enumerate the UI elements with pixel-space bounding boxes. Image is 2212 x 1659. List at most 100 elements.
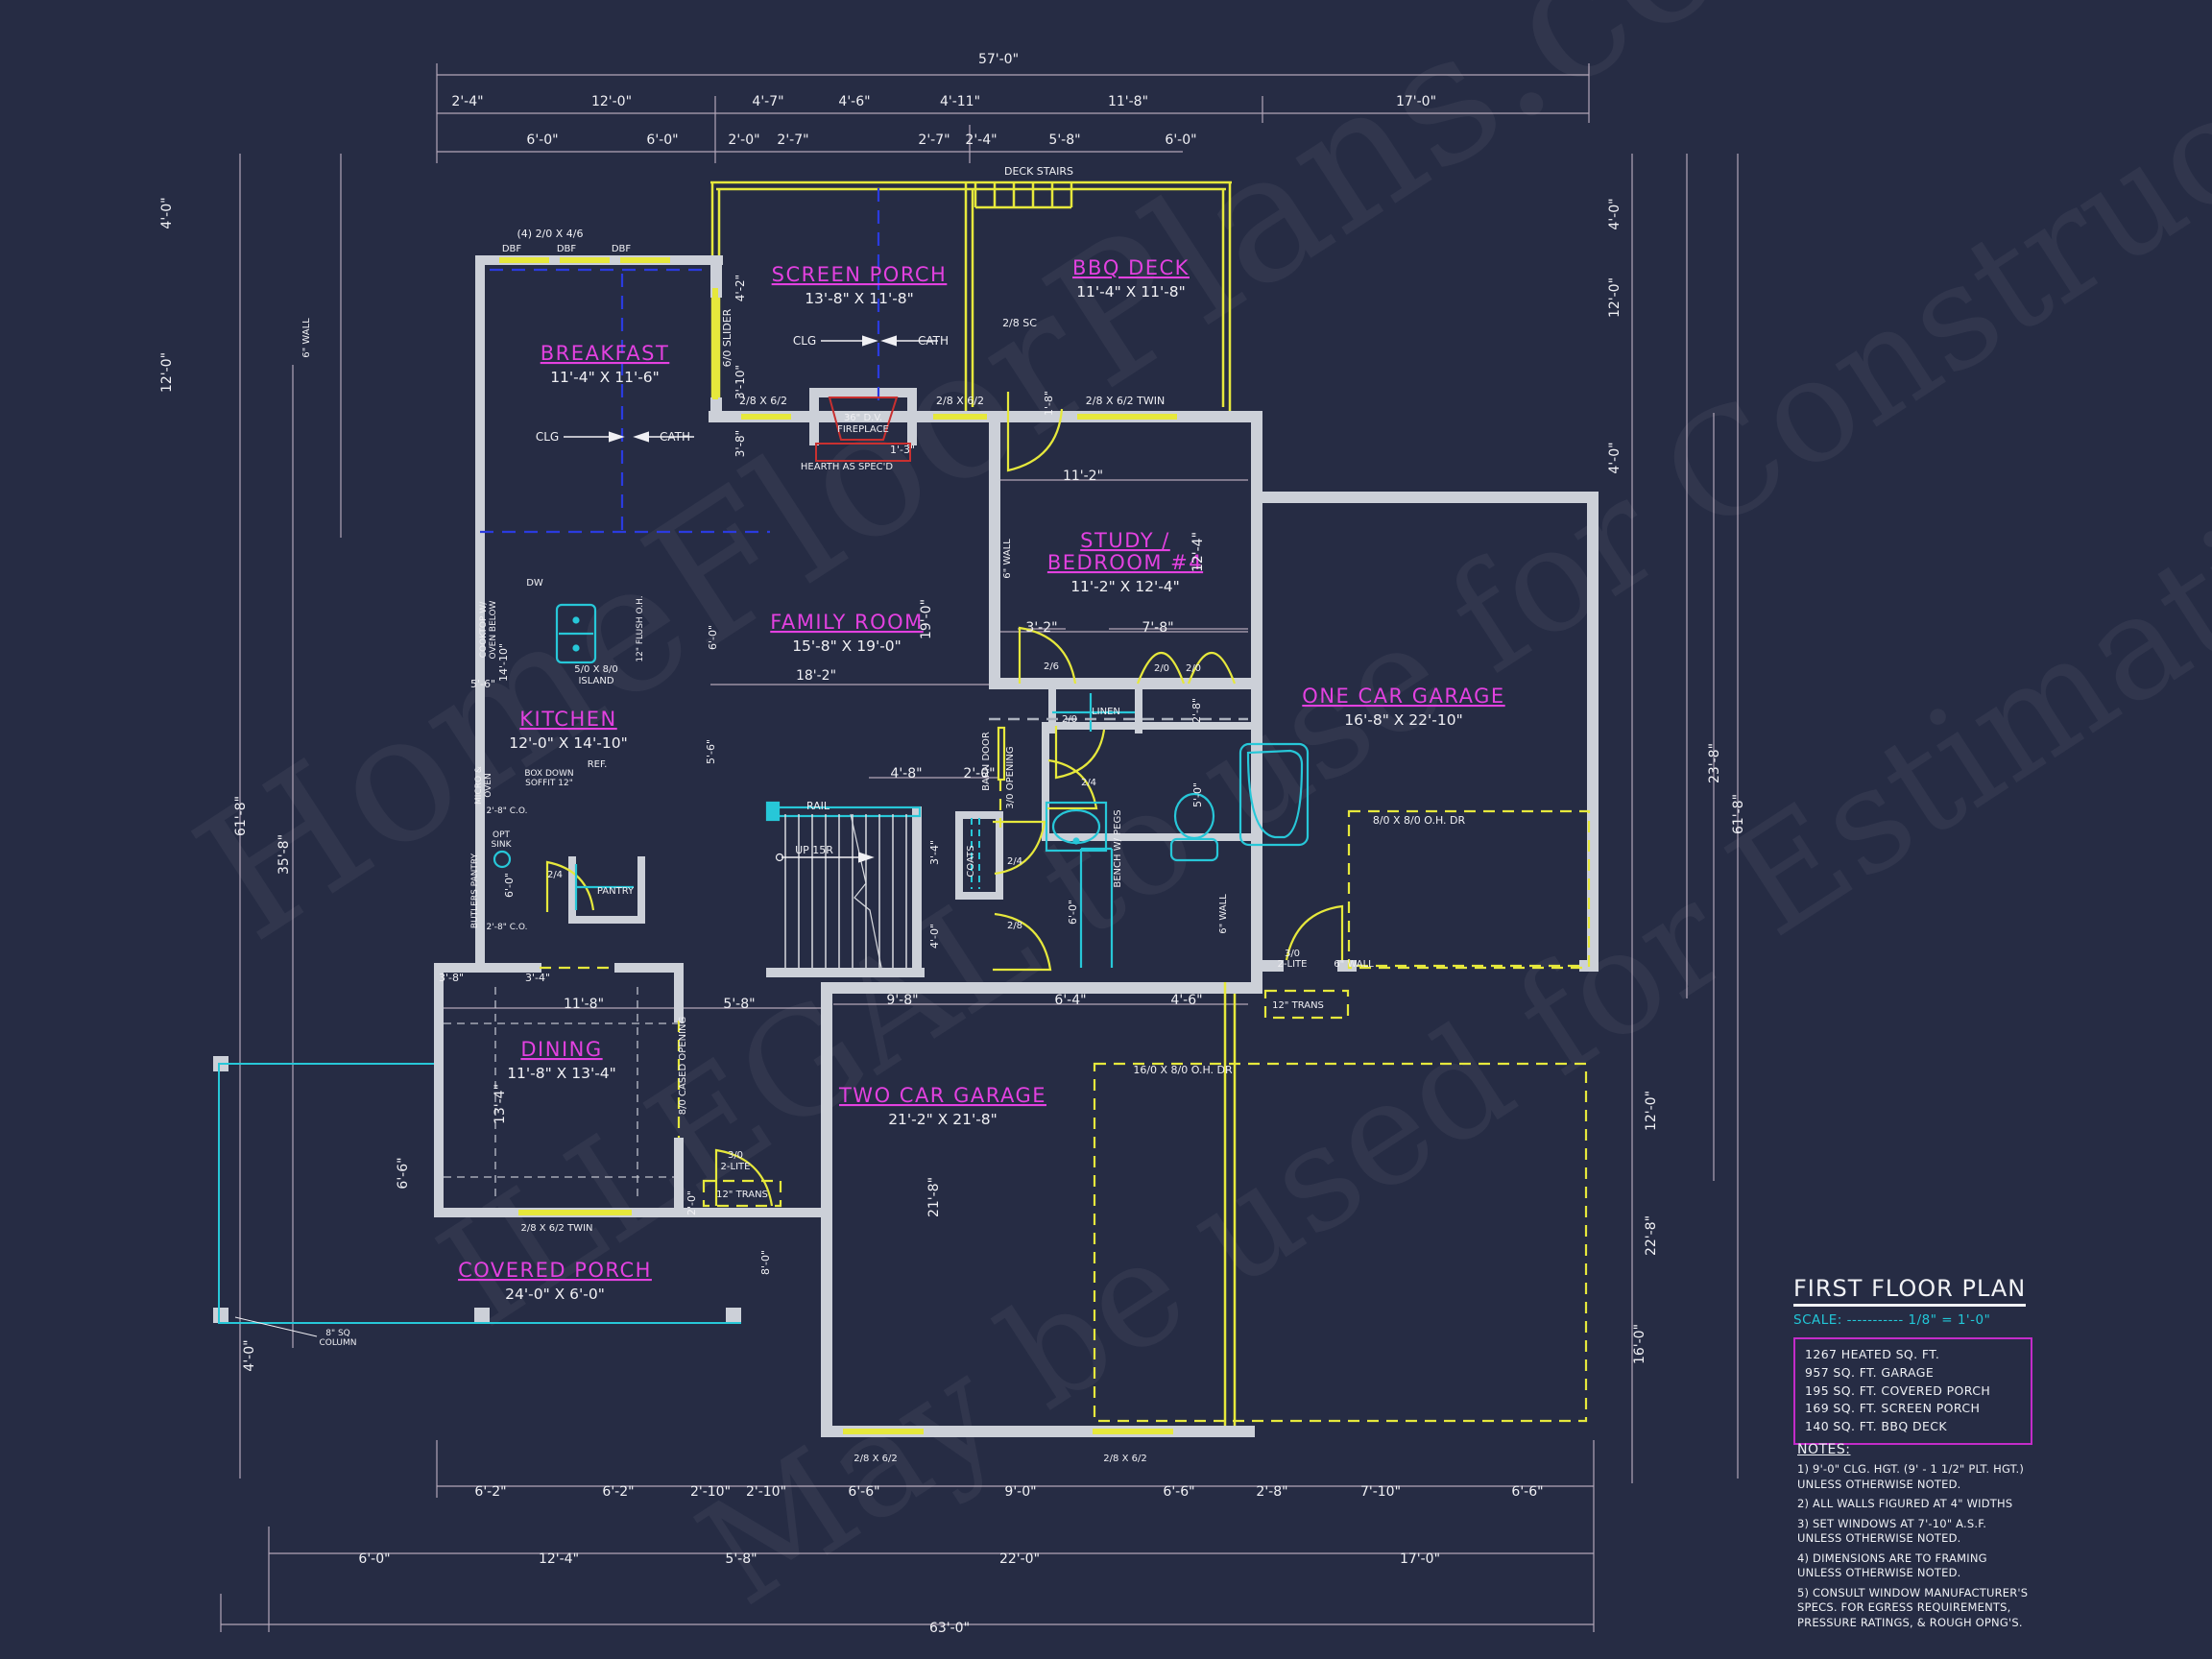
dimension-label: 2/8 X 6/2 [739,395,787,407]
dimension-label: 5'-6" [705,739,717,764]
dimension-label: 4'-0" [1607,442,1623,473]
dimension-label: 9'-0" [1004,1484,1036,1500]
note-item: 3) SET WINDOWS AT 7'-10" A.S.F. UNLESS O… [1797,1516,1987,1546]
dimension-label: MICRO & [474,766,484,805]
doors [545,392,1344,1207]
room-dimensions: 12'-0" X 14'-10" [509,734,627,752]
dimension-label: 61'-8" [1731,794,1746,834]
dimension-label: 14'-10" [497,643,510,682]
dimension-label: 2/8 X 6/2 [1103,1454,1146,1464]
dimension-label: 57'-0" [978,52,1019,67]
dimension-label: SINK [491,840,512,850]
dimension-label: BENCH W/ PEGS [1113,809,1123,887]
notes-list: 1) 9'-0" CLG. HGT. (9' - 1 1/2" PLT. HGT… [1797,1462,2085,1630]
closet-rods [971,818,980,889]
dimension-label: 2/0 [1154,663,1169,674]
note-item: 4) DIMENSIONS ARE TO FRAMING UNLESS OTHE… [1797,1551,1987,1580]
room-dimensions: 11'-2" X 12'-4" [1070,578,1180,595]
dimension-label: 6'-6" [848,1484,879,1500]
dimension-label: 2-LITE [1278,959,1308,970]
dimension-label: 18'-2" [796,668,836,684]
notes-heading: NOTES: [1797,1442,1851,1457]
dimension-label: 2/8 SC [1002,317,1037,329]
dimension-label: 6'-0" [526,132,558,148]
dimension-label: CLG [536,430,559,444]
dimension-label: 5'-8" [1048,132,1080,148]
dimension-label: OVEN [484,773,493,798]
dimension-label: 6" WALL [301,318,312,358]
dimension-label: 2/6 [1044,661,1059,672]
dimension-label: RAIL [806,800,830,812]
dimension-label: 2/4 [1081,778,1096,788]
dimension-label: 12" FLUSH O.H. [636,595,645,661]
dimension-label: 36" D.V. [844,413,882,423]
note-item: 2) ALL WALLS FIGURED AT 4" WIDTHS [1797,1497,2013,1511]
dimension-label: OPT [493,830,511,840]
room-dimensions: 11'-4" X 11'-6" [550,369,660,386]
arrows-layer [564,335,938,863]
dimension-label: 2'-4" [451,94,483,109]
room-dimensions: 13'-8" X 11'-8" [805,290,914,307]
dimension-label: 3/0 [1285,949,1300,959]
dimension-label: 17'-0" [1400,1551,1440,1567]
dimension-label: 35'-8" [276,834,292,875]
dimension-label: 7'-10" [1360,1484,1401,1500]
dimension-label: 2/4 [547,870,563,880]
dimension-label: 8'-0" [759,1250,772,1275]
dimension-label: 23'-8" [1707,743,1722,783]
dimension-label: COOKTOP W/ [479,601,489,658]
dimension-label: 9'-8" [886,993,918,1008]
dimension-label: 4'-0" [928,924,941,949]
dimension-label: 2'-7" [918,132,950,148]
dimension-label: 2/8 [1007,921,1022,931]
dimension-label: 2/8 X 6/2 TWIN [521,1223,593,1234]
room-dimensions: 11'-4" X 11'-8" [1076,283,1186,301]
dimension-label: 2'-8" [1190,698,1203,723]
dimension-label: 8/0 X 8/0 O.H. DR [1373,814,1466,827]
dimension-label: 12'-4" [539,1551,579,1567]
dimension-label: 16/0 X 8/0 O.H. DR [1133,1064,1233,1076]
dimension-label: BARN DOOR [981,732,992,791]
dimension-label: 3/0 OPENING [1005,746,1016,808]
dimension-label: 3'-10" [733,365,747,399]
dimension-label: 2-LITE [721,1162,751,1172]
dimension-label: 4'-2" [733,275,747,301]
dimension-label: COATS [966,845,976,877]
dimension-label: 8/0 CASED OPENING [678,1017,688,1116]
dimension-label: 5'-8" [725,1551,757,1567]
dimension-label: CLG [793,334,816,348]
dimension-label: SOFFIT 12" [525,779,573,788]
dimension-label: FIREPLACE [837,424,889,435]
room-label: TWO CAR GARAGE [838,1084,1046,1107]
dimension-label: 11'-8" [1108,94,1148,109]
area-line: 1267 HEATED SQ. FT. [1805,1347,1940,1361]
dimension-label: 6'-6" [1163,1484,1194,1500]
dashed-openings [540,780,1591,1423]
dimension-label: LINEN [1092,707,1120,717]
dimension-label: 19'-0" [919,599,934,639]
dimension-label: 2/8 X 6/2 [854,1454,897,1464]
stairs [784,813,907,969]
dimension-label: 4'-0" [1607,198,1623,229]
dimension-label: DECK STAIRS [1004,165,1073,178]
dimension-label: DBF [557,244,577,254]
room-label: BREAKFAST [541,342,670,365]
dimension-label: 3'-2" [1025,620,1057,636]
dimension-label: 13'-4" [493,1084,508,1124]
room-label: FAMILY ROOM [770,611,924,634]
dimension-label: 3'-4" [928,840,941,865]
dimension-label: 2/0 [1062,714,1077,725]
dimension-label: 6'-6" [396,1157,411,1189]
dimension-label: 12'-0" [591,94,632,109]
dimension-label: 11'-2" [1063,469,1103,484]
dimension-label: 6'-0" [503,873,516,898]
dimension-label: 12'-0" [159,352,175,393]
room-label: ONE CAR GARAGE [1302,685,1504,708]
room-dimensions: 24'-0" X 6'-0" [505,1286,605,1303]
dimension-label: 63'-0" [929,1621,970,1636]
dimension-label: 3'-4" [525,972,550,984]
dimension-lines [220,63,1739,1632]
